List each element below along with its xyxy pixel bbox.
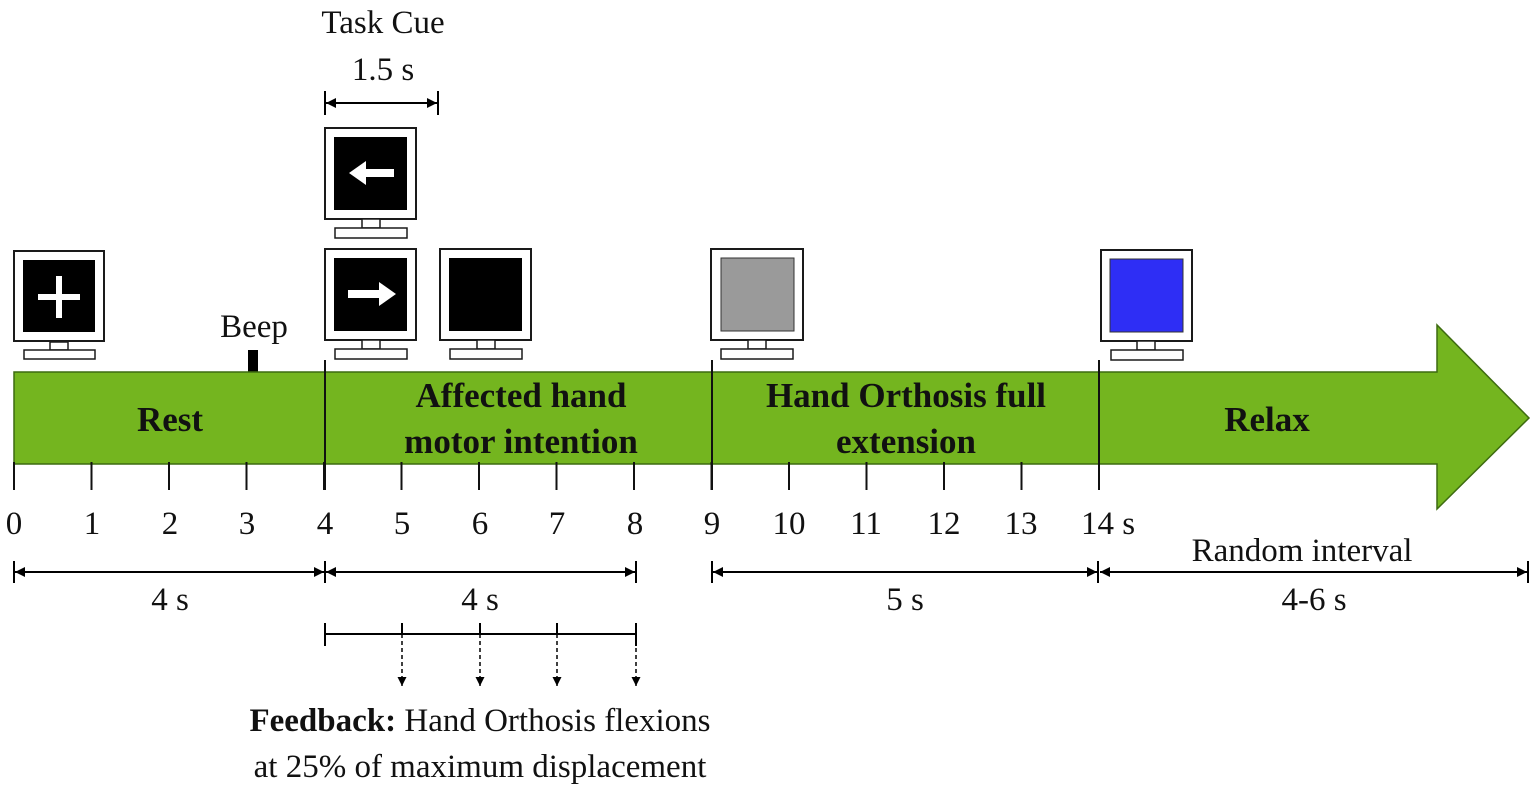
tick-label-1: 1: [84, 506, 101, 542]
monitor-grey-screen: [710, 248, 804, 360]
plus-icon: [38, 276, 80, 318]
duration-rest: 4 s: [151, 582, 189, 618]
duration-extension: 5 s: [886, 582, 924, 618]
feedback-bold: Feedback:: [249, 703, 396, 739]
feedback-timeline: [324, 623, 641, 686]
monitor-fixation-cross: [13, 250, 105, 360]
phase-relax-label: Relax: [1224, 400, 1310, 439]
beep-marker: [248, 350, 258, 372]
tick-label-3: 3: [239, 506, 256, 542]
feedback-line1-text: Hand Orthosis flexions: [396, 703, 710, 739]
phase-orthosis-line1: Hand Orthosis full: [766, 376, 1046, 415]
tick-label-9: 9: [704, 506, 721, 542]
task-cue-duration: 1.5 s: [352, 52, 414, 88]
tick-label-7: 7: [549, 506, 566, 542]
tick-label-10: 10: [773, 506, 806, 542]
tick-label-4: 4: [317, 506, 334, 542]
monitor-right-arrow-cue: [324, 248, 417, 360]
tick-label-0: 0: [6, 506, 23, 542]
time-axis-ticks: [13, 462, 1100, 490]
phase-affected-line1: Affected hand: [416, 376, 627, 415]
task-cue-label: Task Cue: [321, 5, 444, 41]
timeline-arrow: [13, 323, 1531, 511]
tick-label-12: 12: [928, 506, 961, 542]
random-interval-value: 4-6 s: [1281, 582, 1346, 618]
feedback-line1: Feedback: Hand Orthosis flexions: [249, 703, 710, 739]
arrow-left-icon: [349, 161, 394, 185]
tick-label-5: 5: [394, 506, 411, 542]
monitor-black-screen: [439, 248, 532, 360]
tick-label-14: 14 s: [1081, 506, 1135, 542]
phase-affected-line2: motor intention: [404, 422, 638, 461]
time-axis-labels: 0 1 2 3 4 5 6 7 8 9 10 11 12 13 14 s: [6, 506, 1135, 542]
arrow-right-icon: [348, 282, 396, 306]
phase-orthosis-line2: extension: [836, 422, 976, 461]
tick-label-6: 6: [472, 506, 489, 542]
beep-label: Beep: [220, 309, 288, 345]
duration-motor: 4 s: [461, 582, 499, 618]
random-interval-label: Random interval: [1192, 533, 1413, 569]
phase-rest-label: Rest: [137, 400, 203, 439]
tick-label-13: 13: [1005, 506, 1038, 542]
tick-label-2: 2: [162, 506, 179, 542]
tick-label-8: 8: [627, 506, 644, 542]
monitor-left-arrow-cue: [324, 127, 417, 239]
monitor-blue-screen: [1100, 249, 1193, 361]
tick-label-11: 11: [850, 506, 882, 542]
feedback-line2: at 25% of maximum displacement: [254, 749, 707, 785]
duration-spans: [13, 561, 1529, 583]
